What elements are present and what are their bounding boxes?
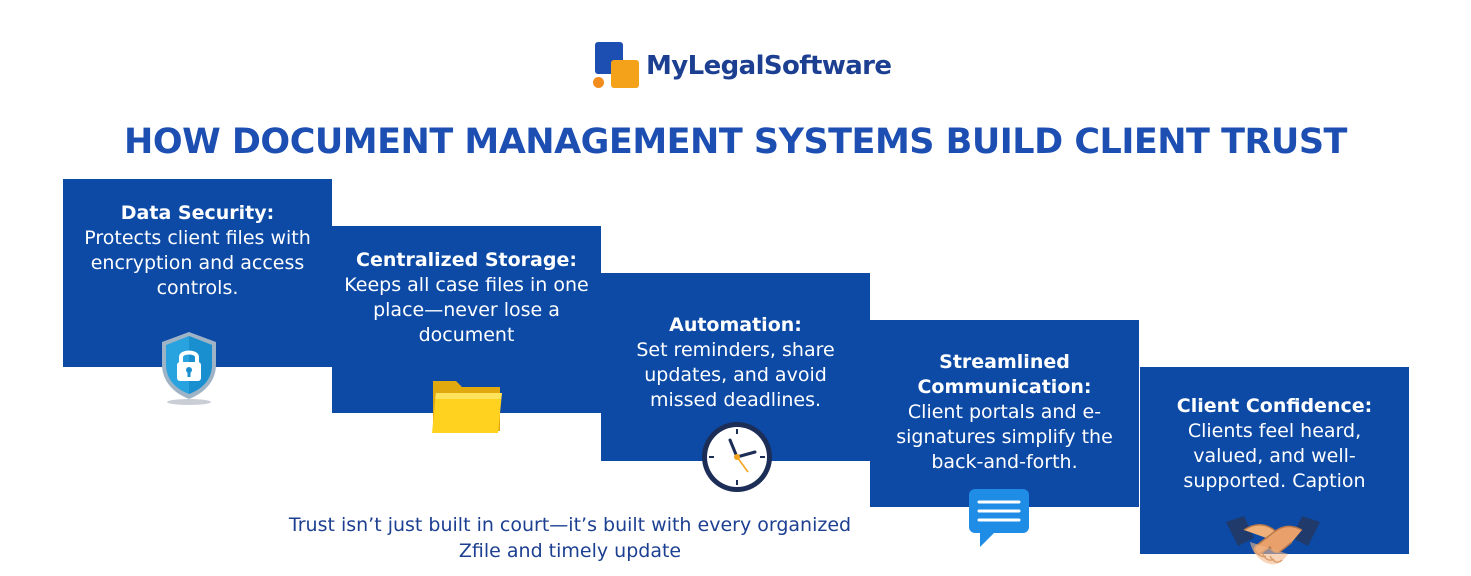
card-streamlined-communication: Streamlined Communication: Client portal… (870, 320, 1139, 507)
card-text: Client portals and e-signatures simplify… (896, 401, 1113, 473)
page-title: HOW DOCUMENT MANAGEMENT SYSTEMS BUILD CL… (124, 122, 1347, 162)
tagline-line-1: Trust isn’t just built in court—it’s bui… (288, 514, 852, 536)
card-title: Client Confidence: (1176, 395, 1373, 417)
card-title: Streamlined Communication: (917, 351, 1092, 398)
card-text: Set reminders, share updates, and avoid … (636, 339, 835, 411)
card-client-confidence: Client Confidence: Clients feel heard, v… (1140, 367, 1409, 554)
tagline: Trust isn’t just built in court—it’s bui… (240, 512, 900, 564)
card-title: Automation: (669, 314, 802, 336)
brand-logo: MyLegalSoftware (593, 42, 892, 90)
card-title: Data Security: (120, 202, 275, 224)
card-centralized-storage: Centralized Storage: Keeps all case file… (332, 226, 601, 413)
clock-icon (702, 422, 772, 492)
tagline-line-2: Zfile and timely update (458, 540, 682, 562)
shield-lock-icon (162, 332, 216, 405)
card-text: Keeps all case files in one place—never … (344, 274, 589, 346)
card-text: Clients feel heard, valued, and well-sup… (1183, 420, 1366, 492)
logo-mark-icon (593, 42, 641, 90)
card-title: Centralized Storage: (356, 249, 577, 271)
handshake-icon (1226, 516, 1320, 565)
card-text: Protects client files with encryption an… (84, 227, 311, 299)
chat-bubble-icon (969, 489, 1029, 547)
brand-name: MyLegalSoftware (646, 51, 892, 81)
folder-icon (432, 381, 502, 433)
